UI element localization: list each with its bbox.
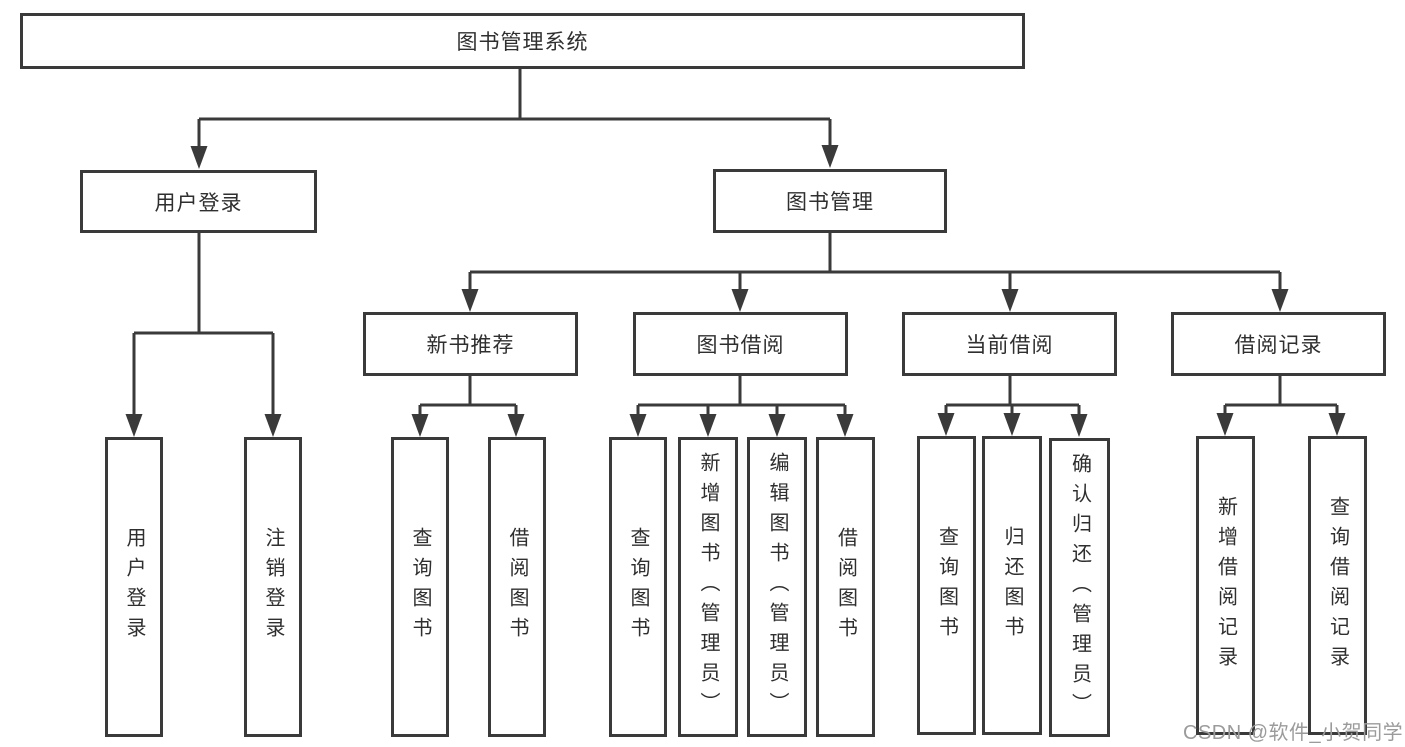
leaf-current-confirm-admin: 确认归还（管理员） bbox=[1049, 438, 1110, 737]
node-user-login: 用户登录 bbox=[80, 170, 317, 233]
leaf-user-login-label: 用户登录 bbox=[123, 527, 145, 647]
node-current-borrowing: 当前借阅 bbox=[902, 312, 1117, 376]
leaf-current-return: 归还图书 bbox=[982, 436, 1042, 735]
leaf-current-query-label: 查询图书 bbox=[935, 525, 958, 646]
leaf-logout: 注销登录 bbox=[244, 437, 302, 737]
node-root-label: 图书管理系统 bbox=[456, 31, 589, 54]
node-book-management: 图书管理 bbox=[713, 169, 947, 233]
leaf-current-return-label: 归还图书 bbox=[1001, 525, 1023, 646]
leaf-newbook-borrow-label: 借阅图书 bbox=[506, 527, 528, 647]
node-book-management-label: 图书管理 bbox=[786, 191, 874, 214]
leaf-borrow-add-admin-label: 新增图书（管理员） bbox=[697, 452, 719, 722]
leaf-records-add: 新增借阅记录 bbox=[1196, 436, 1255, 735]
node-user-login-label: 用户登录 bbox=[154, 191, 243, 215]
leaf-current-confirm-admin-label: 确认归还（管理员） bbox=[1068, 452, 1091, 723]
leaf-borrow-query-label: 查询图书 bbox=[627, 527, 649, 647]
node-book-borrowing-label: 图书借阅 bbox=[696, 334, 785, 357]
node-book-borrowing: 图书借阅 bbox=[633, 312, 848, 376]
leaf-newbook-borrow: 借阅图书 bbox=[488, 437, 546, 737]
leaf-borrow-add-admin: 新增图书（管理员） bbox=[678, 437, 738, 737]
leaf-current-query: 查询图书 bbox=[917, 436, 976, 735]
leaf-records-add-label: 新增借阅记录 bbox=[1214, 495, 1237, 676]
leaf-borrow-edit-admin-label: 编辑图书（管理员） bbox=[766, 452, 788, 722]
node-current-borrowing-label: 当前借阅 bbox=[965, 334, 1054, 357]
node-borrowing-records: 借阅记录 bbox=[1171, 312, 1386, 376]
watermark-text: CSDN @软件_小贺同学 bbox=[1183, 722, 1404, 744]
leaf-newbook-query-label: 查询图书 bbox=[409, 527, 431, 647]
leaf-borrow-borrow-label: 借阅图书 bbox=[834, 527, 857, 647]
node-borrowing-records-label: 借阅记录 bbox=[1234, 334, 1323, 357]
leaf-user-login: 用户登录 bbox=[105, 437, 163, 737]
node-new-book-recommend: 新书推荐 bbox=[363, 312, 578, 376]
leaf-newbook-query: 查询图书 bbox=[391, 437, 449, 737]
leaf-logout-label: 注销登录 bbox=[262, 527, 284, 647]
leaf-borrow-query: 查询图书 bbox=[609, 437, 667, 737]
node-root: 图书管理系统 bbox=[20, 13, 1025, 69]
leaf-borrow-borrow: 借阅图书 bbox=[816, 437, 875, 737]
leaf-borrow-edit-admin: 编辑图书（管理员） bbox=[747, 437, 807, 737]
leaf-records-query-label: 查询借阅记录 bbox=[1326, 495, 1349, 676]
leaf-records-query: 查询借阅记录 bbox=[1308, 436, 1367, 735]
node-new-book-recommend-label: 新书推荐 bbox=[426, 334, 515, 357]
